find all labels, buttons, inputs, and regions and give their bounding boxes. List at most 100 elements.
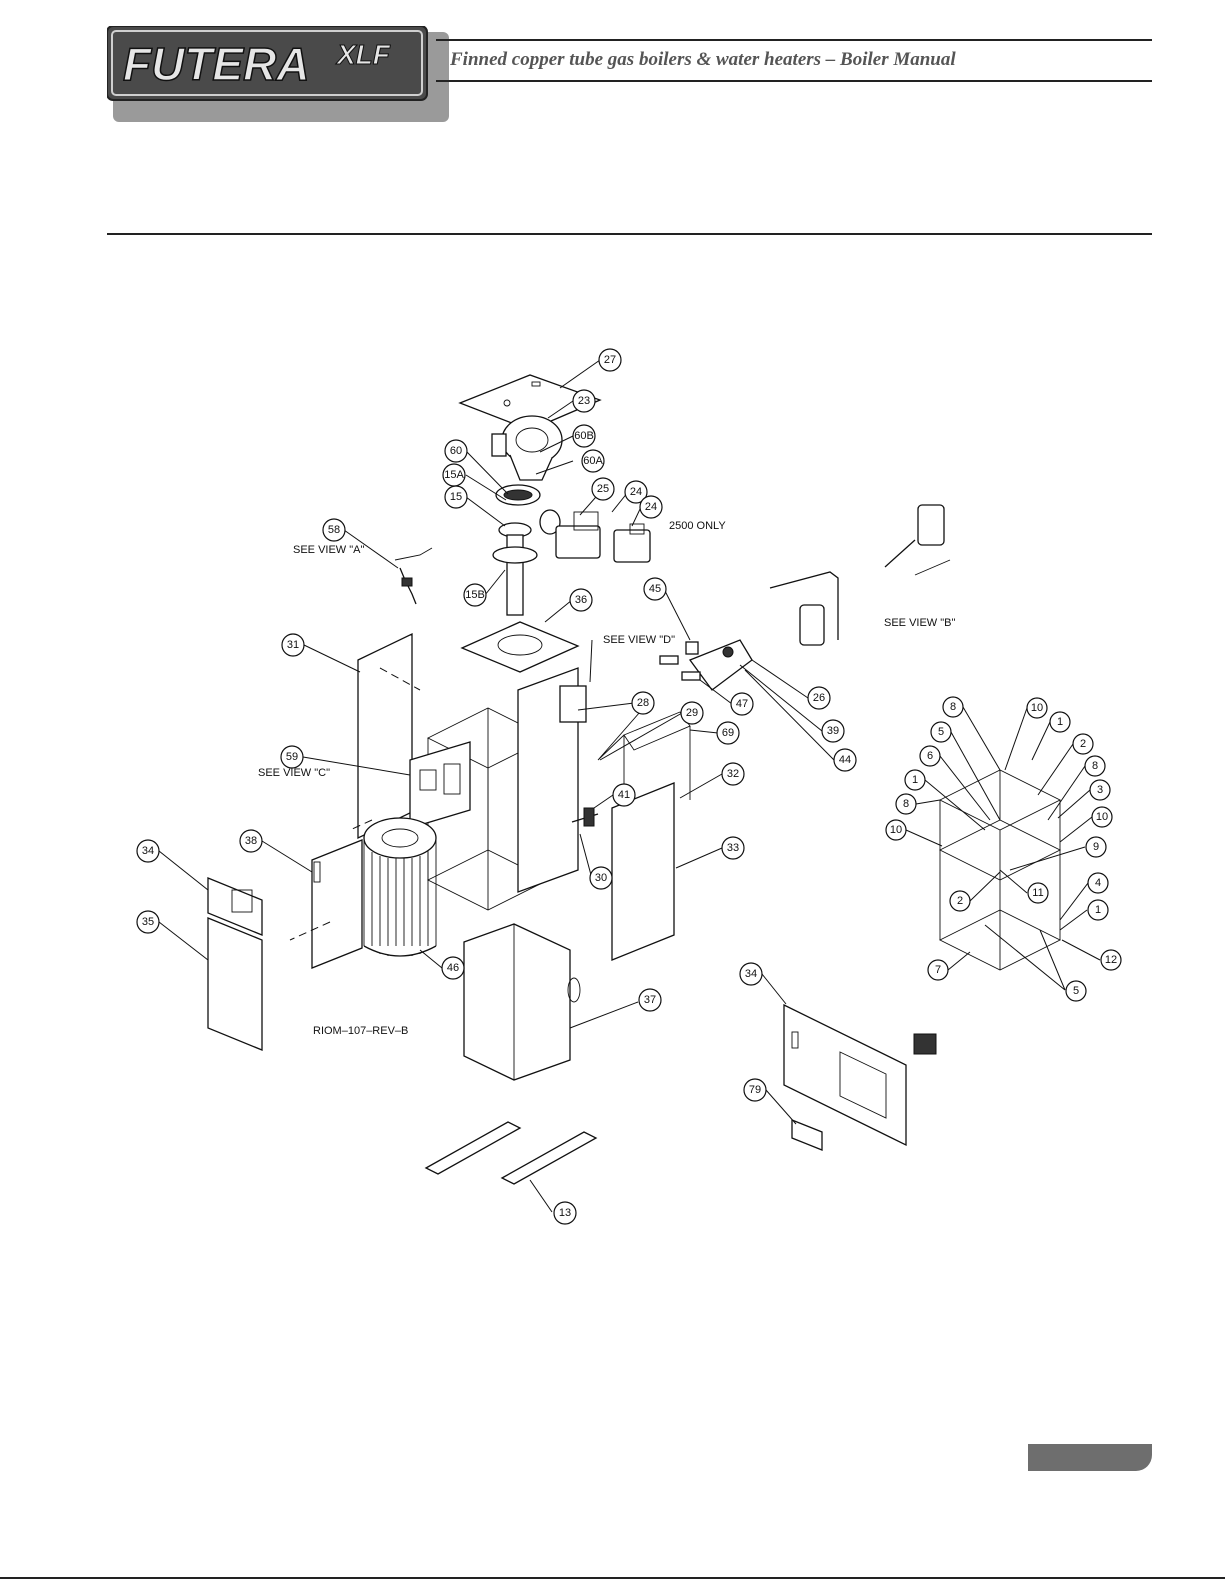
svg-text:34: 34 bbox=[142, 845, 154, 857]
svg-text:11: 11 bbox=[1032, 887, 1043, 899]
callout-13: 13 bbox=[553, 1201, 577, 1225]
svg-text:39: 39 bbox=[827, 725, 839, 737]
svg-text:15: 15 bbox=[450, 491, 462, 503]
base-enclosure-part bbox=[463, 923, 581, 1081]
callout-38: 38 bbox=[239, 829, 263, 853]
svg-text:24: 24 bbox=[630, 486, 642, 498]
rear-panel-part bbox=[517, 667, 587, 893]
svg-text:36: 36 bbox=[575, 594, 587, 606]
front-panel-right bbox=[783, 1003, 937, 1151]
frame-callout-8c: 8 bbox=[895, 793, 917, 815]
callout-28: 28 bbox=[631, 691, 655, 715]
svg-text:60B: 60B bbox=[574, 430, 594, 442]
svg-text:44: 44 bbox=[839, 754, 851, 766]
logo-suffix: XLF bbox=[335, 39, 391, 70]
callout-33: 33 bbox=[721, 836, 745, 860]
callout-30: 30 bbox=[589, 866, 613, 890]
ignitor-part bbox=[394, 547, 433, 605]
blower-flange-part bbox=[495, 484, 541, 506]
callout-31: 31 bbox=[281, 633, 305, 657]
callout-60: 60 bbox=[444, 439, 468, 463]
frame-callout-10c: 10 bbox=[885, 819, 907, 841]
flame-sensor-part bbox=[571, 807, 599, 827]
control-box-part bbox=[409, 741, 471, 829]
svg-text:37: 37 bbox=[644, 994, 656, 1006]
svg-text:32: 32 bbox=[727, 768, 739, 780]
frame-callout-8a: 8 bbox=[942, 696, 964, 718]
callout-58: 58 bbox=[322, 518, 346, 542]
callout-32: 32 bbox=[721, 762, 745, 786]
svg-text:29: 29 bbox=[686, 707, 698, 719]
svg-text:6: 6 bbox=[927, 750, 933, 762]
frame-callout-3: 3 bbox=[1089, 779, 1111, 801]
left-side-panel bbox=[357, 632, 413, 840]
frame-callout-1b: 1 bbox=[904, 769, 926, 791]
frame-callout-9: 9 bbox=[1085, 836, 1107, 858]
svg-text:24: 24 bbox=[645, 501, 657, 513]
burner-tube-part bbox=[492, 522, 538, 616]
svg-text:23: 23 bbox=[578, 395, 590, 407]
top-cover-part bbox=[458, 374, 602, 431]
drawing-number: RIOM–107–REV–B bbox=[313, 1025, 408, 1037]
svg-text:9: 9 bbox=[1093, 841, 1099, 853]
section-divider bbox=[107, 233, 1152, 235]
heat-exchanger-top-plate bbox=[460, 621, 580, 673]
callout-36: 36 bbox=[569, 588, 593, 612]
svg-text:1: 1 bbox=[912, 774, 918, 786]
frame-callout-10a: 10 bbox=[1026, 697, 1048, 719]
callout-46: 46 bbox=[441, 956, 465, 980]
gas-valve-parts bbox=[539, 509, 651, 563]
frame-callout-10b: 10 bbox=[1091, 806, 1113, 828]
frame-callout-11: 11 bbox=[1027, 882, 1049, 904]
see-view-b-note: SEE VIEW "B" bbox=[884, 617, 955, 629]
svg-text:26: 26 bbox=[813, 692, 825, 704]
svg-text:69: 69 bbox=[722, 727, 734, 739]
front-panels-left bbox=[207, 877, 263, 1051]
callout-29: 29 bbox=[680, 701, 704, 725]
base-rails-part bbox=[424, 1121, 598, 1185]
svg-text:2: 2 bbox=[957, 895, 963, 907]
svg-text:13: 13 bbox=[559, 1207, 571, 1219]
svg-text:34: 34 bbox=[745, 968, 757, 980]
callout-69: 69 bbox=[716, 721, 740, 745]
page-number-tab bbox=[1028, 1444, 1152, 1471]
callout-39: 39 bbox=[821, 719, 845, 743]
header-title: Finned copper tube gas boilers & water h… bbox=[450, 49, 956, 70]
see-view-c-note: SEE VIEW "C" bbox=[258, 767, 330, 779]
callout-24: 24 bbox=[624, 480, 648, 504]
frame-callout-8b: 8 bbox=[1084, 755, 1106, 777]
logo-text: FUTERA bbox=[123, 38, 310, 90]
svg-text:31: 31 bbox=[287, 639, 299, 651]
svg-text:8: 8 bbox=[950, 701, 956, 713]
callout-23: 23 bbox=[572, 389, 596, 413]
right-side-panel bbox=[611, 782, 675, 961]
svg-text:28: 28 bbox=[637, 697, 649, 709]
callout-25: 25 bbox=[591, 477, 615, 501]
frame-callout-4: 4 bbox=[1087, 872, 1109, 894]
svg-text:10: 10 bbox=[890, 824, 902, 836]
callout-27: 27 bbox=[598, 348, 622, 372]
svg-text:4: 4 bbox=[1095, 877, 1101, 889]
callout-41: 41 bbox=[612, 783, 636, 807]
svg-text:25: 25 bbox=[597, 483, 609, 495]
alignment-line bbox=[289, 921, 331, 941]
svg-text:60: 60 bbox=[450, 445, 462, 457]
frame-callout-1a: 1 bbox=[1049, 711, 1071, 733]
callout-44: 44 bbox=[833, 748, 857, 772]
svg-text:27: 27 bbox=[604, 354, 616, 366]
alignment-line bbox=[379, 667, 421, 691]
svg-text:38: 38 bbox=[245, 835, 257, 847]
header-rule-bottom bbox=[436, 80, 1152, 82]
svg-text:1: 1 bbox=[1095, 904, 1101, 916]
svg-text:10: 10 bbox=[1096, 811, 1108, 823]
frame-assembly-detail bbox=[938, 769, 1062, 971]
view-b-gas-piping bbox=[769, 504, 951, 646]
only-2500-note: 2500 ONLY bbox=[669, 520, 726, 532]
callout-60a: 60A bbox=[581, 449, 605, 473]
header-rule-top bbox=[436, 39, 1152, 41]
callout-15b: 15B bbox=[463, 583, 487, 607]
frame-callout-2b: 2 bbox=[949, 890, 971, 912]
callout-34-right: 34 bbox=[739, 962, 763, 986]
svg-text:79: 79 bbox=[749, 1084, 761, 1096]
svg-text:8: 8 bbox=[1092, 760, 1098, 772]
